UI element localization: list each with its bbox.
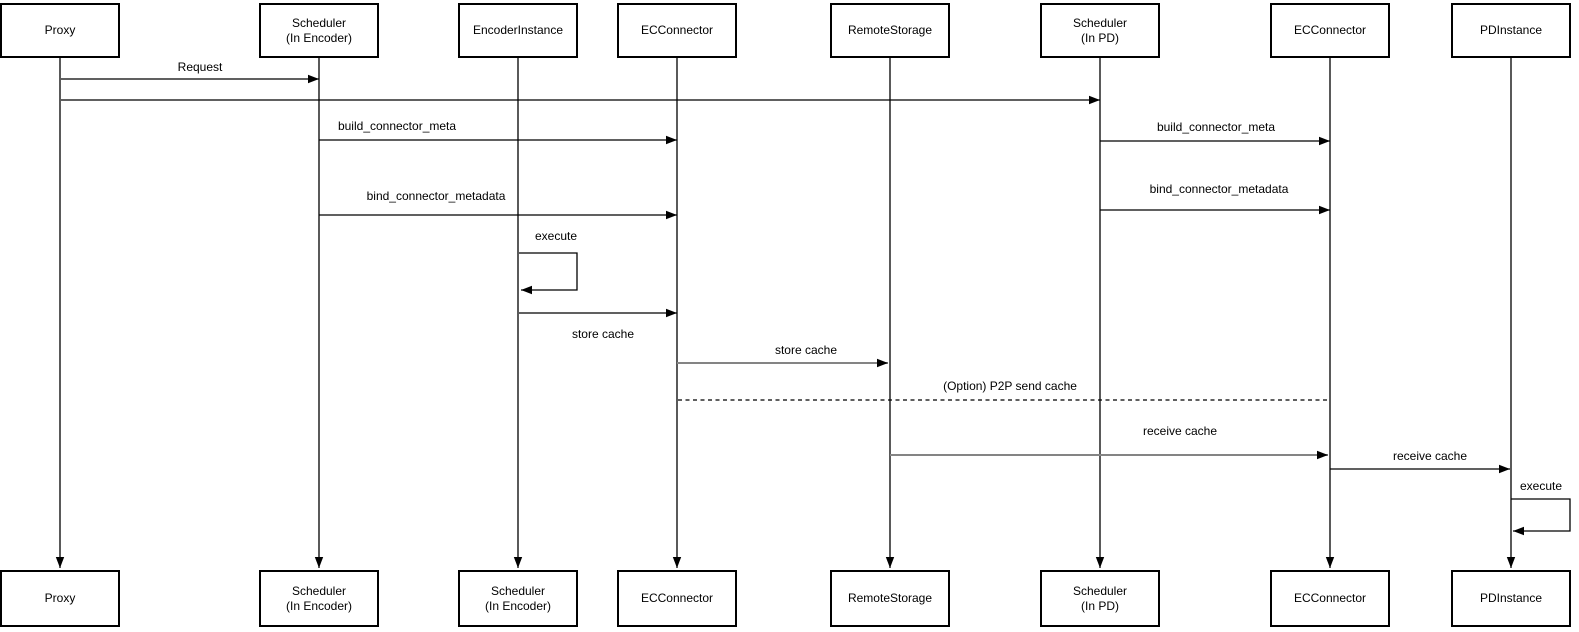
- message-label-execute-encoder: execute: [532, 229, 580, 243]
- message-label-build-connector-meta-pd: build_connector_meta: [1154, 120, 1278, 134]
- message-label-receive-cache-remote-to-ec: receive cache: [1140, 424, 1220, 438]
- actor-bottom-scheduler-encoder-2: Scheduler (In Encoder): [458, 570, 578, 627]
- actor-top-ec-connector-pd: ECConnector: [1270, 3, 1390, 58]
- actor-top-pd-instance: PDInstance: [1451, 3, 1571, 58]
- message-label-p2p-send-cache: (Option) P2P send cache: [941, 379, 1079, 393]
- message-label-build-connector-meta-encoder: build_connector_meta: [335, 119, 459, 133]
- actor-bottom-ec-connector-pd: ECConnector: [1270, 570, 1390, 627]
- actor-top-encoder-instance: EncoderInstance: [458, 3, 578, 58]
- message-label-bind-connector-metadata-encoder: bind_connector_metadata: [364, 189, 508, 203]
- message-label-receive-cache-ec-to-pd: receive cache: [1390, 449, 1470, 463]
- actor-top-ec-connector-encoder: ECConnector: [617, 3, 737, 58]
- actor-bottom-proxy: Proxy: [0, 570, 120, 627]
- actor-bottom-ec-connector-encoder: ECConnector: [617, 570, 737, 627]
- actor-top-remote-storage: RemoteStorage: [830, 3, 950, 58]
- actor-bottom-remote-storage: RemoteStorage: [830, 570, 950, 627]
- actor-bottom-scheduler-encoder: Scheduler (In Encoder): [259, 570, 379, 627]
- actor-top-proxy: Proxy: [0, 3, 120, 58]
- actor-top-scheduler-pd: Scheduler (In PD): [1040, 3, 1160, 58]
- message-label-store-cache-encoder-to-ec: store cache: [569, 327, 637, 341]
- actor-bottom-pd-instance: PDInstance: [1451, 570, 1571, 627]
- actor-top-scheduler-encoder: Scheduler (In Encoder): [259, 3, 379, 58]
- message-label-execute-pd: execute: [1517, 479, 1565, 493]
- message-line-execute-encoder-selfloop: [519, 252, 578, 295]
- actor-bottom-scheduler-pd: Scheduler (In PD): [1040, 570, 1160, 627]
- message-label-store-cache-ec-to-remote: store cache: [772, 343, 840, 357]
- message-label-bind-connector-metadata-pd: bind_connector_metadata: [1147, 182, 1291, 196]
- message-label-request: Request: [175, 60, 225, 74]
- message-line-execute-pd-selfloop: [1511, 498, 1571, 536]
